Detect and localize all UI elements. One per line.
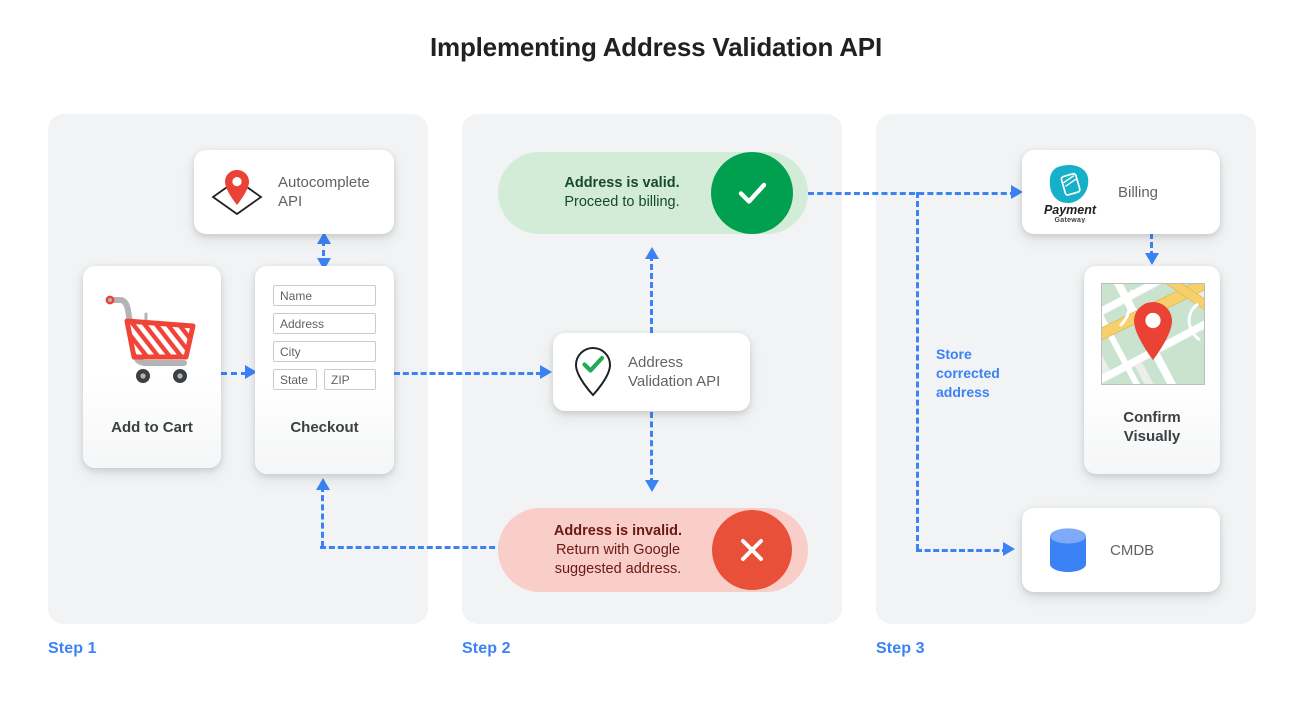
billing-label: Billing [1118,183,1159,201]
connector-validation-to-valid [650,255,653,333]
connector-store-corrected-riser [916,192,919,550]
svg-text:Payment: Payment [1044,203,1097,217]
shopping-cart-svg [105,295,196,383]
checkout-address-field[interactable]: Address [273,313,376,334]
address-valid-text: Address is valid. Proceed to billing. [522,174,722,212]
shopping-cart-icon [102,288,202,388]
database-svg [1050,528,1086,572]
address-invalid-line3: suggested address. [554,561,682,577]
address-invalid-line1: Address is invalid. [553,523,683,539]
connector-store-corrected-to-cmdb [916,549,1008,552]
invalid-status-badge [712,510,792,590]
arrow-valid-to-billing [1011,185,1023,199]
address-validation-api-card[interactable]: Address Validation API [553,333,750,411]
autocomplete-api-label-line2: API [278,193,303,210]
valid-status-badge [711,152,793,234]
connector-invalid-return-riser [321,486,324,547]
connector-invalid-to-checkout [320,546,504,549]
map-thumbnail[interactable] [1101,283,1205,385]
add-to-cart-card[interactable]: Add to Cart [83,266,221,468]
step-1-label: Step 1 [48,640,97,657]
map-pin-diamond-icon [208,166,266,218]
connector-checkout-to-validation [394,372,542,375]
arrow-checkout-to-validation [540,365,552,379]
note-line-3: address [936,384,990,400]
step-2-label: Step 2 [462,640,511,657]
svg-text:Gateway: Gateway [1055,217,1086,223]
billing-card[interactable]: Payment Gateway Billing [1022,150,1220,234]
confirm-visually-label: Confirm Visually [1084,408,1220,446]
close-svg [741,539,763,561]
arrow-validation-to-invalid [645,480,659,492]
confirm-visually-card[interactable]: Confirm Visually [1084,266,1220,474]
arrow-up-to-autocomplete [317,232,331,244]
checkout-card[interactable]: Name Address City State ZIP Checkout [255,266,394,474]
add-to-cart-label: Add to Cart [111,419,193,436]
note-line-1: Store [936,346,972,362]
arrow-cart-to-checkout [245,365,257,379]
payment-gateway-logo-svg: Payment Gateway [1044,165,1097,223]
database-icon [1040,522,1096,578]
address-valid-line2: Proceed to billing. [564,194,680,210]
confirm-visually-line2: Visually [1123,428,1181,445]
pin-check-icon [571,344,615,400]
address-validation-api-label-line1: Address [628,354,684,371]
checkout-zip-field[interactable]: ZIP [324,369,376,390]
payment-gateway-logo-icon: Payment Gateway [1036,161,1104,223]
connector-valid-to-billing [808,192,1016,195]
connector-validation-to-invalid [650,412,653,484]
checkout-name-field[interactable]: Name [273,285,376,306]
autocomplete-api-label-line1: Autocomplete [278,174,370,191]
autocomplete-api-card[interactable]: Autocomplete API [194,150,394,234]
map-thumbnail-svg [1102,284,1204,384]
cmdb-label: CMDB [1110,541,1155,559]
connector-cart-to-checkout [221,372,247,375]
page-title: Implementing Address Validation API [430,32,882,62]
store-corrected-address-note: Store corrected address [936,345,1000,402]
arrow-invalid-to-checkout [316,478,330,490]
connector-checkout-autocomplete [322,240,325,266]
checkout-label: Checkout [290,419,359,436]
arrow-validation-to-valid [645,247,659,259]
connector-billing-to-map [1150,233,1153,257]
map-pin-diamond-svg [211,170,263,216]
address-invalid-line2: Return with Google [555,542,681,558]
address-validation-api-label-line2: Validation API [628,373,721,390]
address-valid-line1: Address is valid. [564,175,680,191]
cmdb-card[interactable]: CMDB [1022,508,1220,592]
address-invalid-text: Address is invalid. Return with Google s… [512,522,724,579]
checkout-state-field[interactable]: State [273,369,317,390]
check-svg [738,182,767,204]
close-icon [734,532,770,568]
arrow-billing-to-map [1145,253,1159,265]
pin-check-svg [574,346,612,397]
checkout-city-field[interactable]: City [273,341,376,362]
arrow-store-corrected-to-cmdb [1003,542,1015,556]
note-line-2: corrected [936,365,1000,381]
step-3-label: Step 3 [876,640,925,657]
check-icon [731,172,773,214]
confirm-visually-line1: Confirm [1123,409,1181,426]
